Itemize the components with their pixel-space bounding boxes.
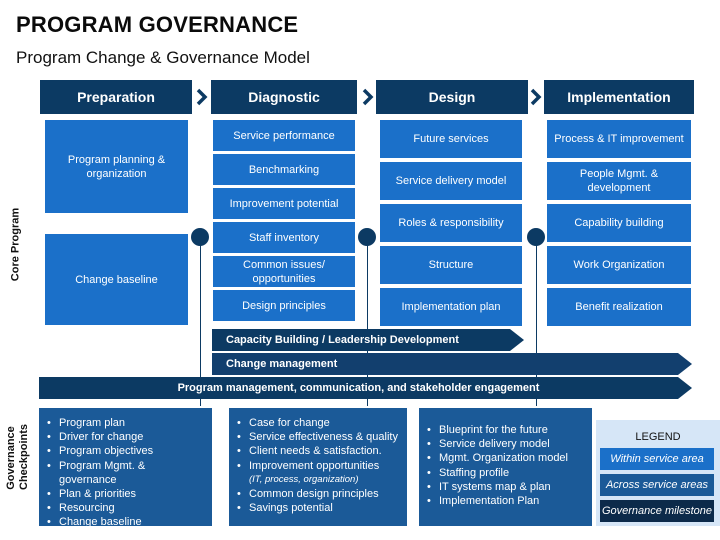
diagnostic-item: Improvement potential	[213, 188, 355, 219]
legend-governance-milestone: Governance milestone	[600, 500, 714, 522]
list-item: Resourcing	[47, 501, 204, 515]
design-item: Structure	[380, 246, 522, 284]
design-column: Future services Service delivery model R…	[380, 120, 522, 326]
list-item: Client needs & satisfaction.	[237, 444, 399, 458]
list-item: Plan & priorities	[47, 487, 204, 501]
legend: LEGEND Within service area Across servic…	[596, 420, 720, 526]
legend-title: LEGEND	[635, 431, 681, 443]
design-item: Future services	[380, 120, 522, 158]
implementation-item: Process & IT improvement	[547, 120, 691, 158]
preparation-item: Program planning & organization	[45, 120, 188, 213]
list-item: Savings potential	[237, 501, 399, 515]
implementation-item: Benefit realization	[547, 288, 691, 326]
list-item: Program plan	[47, 416, 204, 430]
checkpoint-diagnostic: Case for change Service effectiveness & …	[229, 408, 407, 526]
diagnostic-item: Service performance	[213, 120, 355, 151]
governance-milestone-marker	[527, 228, 545, 246]
milestone-line	[536, 240, 537, 406]
list-item: Staffing profile	[427, 466, 584, 480]
implementation-item: People Mgmt. & development	[547, 162, 691, 200]
phase-preparation: Preparation	[40, 80, 192, 114]
list-item: Blueprint for the future	[427, 423, 584, 437]
page-subtitle: Program Change & Governance Model	[16, 48, 310, 67]
phase-implementation: Implementation	[544, 80, 694, 114]
governance-checkpoints-label: Governance Checkpoints	[5, 423, 30, 490]
design-item: Implementation plan	[380, 288, 522, 326]
implementation-item: Capability building	[547, 204, 691, 242]
diagnostic-item: Staff inventory	[213, 222, 355, 253]
milestone-line	[200, 240, 201, 406]
checkpoint-preparation: Program plan Driver for change Program o…	[39, 408, 212, 530]
governance-milestone-marker	[358, 228, 376, 246]
list-item: Driver for change	[47, 430, 204, 444]
list-item: Program objectives	[47, 444, 204, 458]
page-title: PROGRAM GOVERNANCE	[16, 12, 299, 37]
list-item: Service effectiveness & quality	[237, 430, 399, 444]
preparation-item: Change baseline	[45, 234, 188, 325]
band-change-management: Change management	[212, 353, 692, 375]
chevron-right-icon	[362, 88, 374, 106]
list-item: Case for change	[237, 416, 399, 430]
diagnostic-item: Design principles	[213, 290, 355, 321]
band-capacity-building: Capacity Building / Leadership Developme…	[212, 329, 524, 351]
list-item: Mgmt. Organization model	[427, 451, 584, 465]
list-item: Program Mgmt. & governance	[47, 459, 204, 487]
diagnostic-item: Benchmarking	[213, 154, 355, 185]
phase-design: Design	[376, 80, 528, 114]
milestone-line	[367, 240, 368, 406]
legend-across-service-areas: Across service areas	[600, 474, 714, 496]
implementation-item: Work Organization	[547, 246, 691, 284]
list-item: Improvement opportunities	[237, 459, 399, 473]
list-item: Service delivery model	[427, 437, 584, 451]
implementation-column: Process & IT improvement People Mgmt. & …	[547, 120, 691, 326]
list-item: IT systems map & plan	[427, 480, 584, 494]
diagnostic-column: Service performance Benchmarking Improve…	[213, 120, 355, 321]
legend-within-service-area: Within service area	[600, 448, 714, 470]
list-item: Common design principles	[237, 487, 399, 501]
chevron-right-icon	[530, 88, 542, 106]
list-item: Change baseline	[47, 515, 204, 529]
governance-milestone-marker	[191, 228, 209, 246]
core-program-label: Core Program	[9, 207, 22, 282]
design-item: Roles & responsibility	[380, 204, 522, 242]
phase-diagnostic: Diagnostic	[211, 80, 357, 114]
design-item: Service delivery model	[380, 162, 522, 200]
checkpoint-design: Blueprint for the future Service deliver…	[419, 408, 592, 526]
list-item: Implementation Plan	[427, 494, 584, 508]
diagnostic-item: Common issues/ opportunities	[213, 256, 355, 287]
list-item-note: (IT, process, organization)	[249, 473, 359, 485]
chevron-right-icon	[196, 88, 208, 106]
band-program-management: Program management, communication, and s…	[39, 377, 692, 399]
